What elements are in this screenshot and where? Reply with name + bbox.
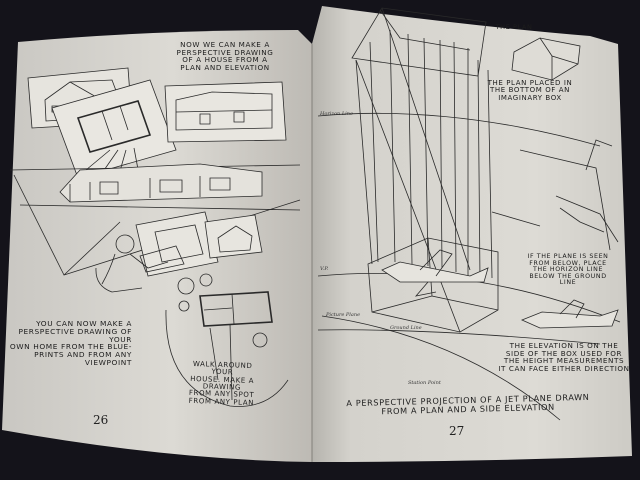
floor-plan-sheet — [51, 79, 177, 179]
elevation-sheet — [164, 81, 287, 143]
plane-horizon-note: IF THE PLANE IS SEEN FROM BELOW, PLACE T… — [520, 253, 616, 287]
jet-box — [367, 237, 499, 333]
elevation-note-line-2: SIDE OF THE BOX USED FOR — [505, 348, 623, 358]
left-heading-line-4: PLAN AND ELEVATION — [180, 62, 270, 72]
perspective-house — [59, 163, 263, 203]
left-caption-line-1: YOU CAN NOW MAKE A — [36, 319, 132, 328]
annotation-picture-plane: Picture Plane — [325, 312, 360, 318]
walk-around-note: WALK AROUND YOUR HOUSE. MAKE A DRAWING F… — [183, 360, 260, 408]
jet-plane-side-elevation — [520, 299, 619, 329]
right-page-number: 27 — [449, 424, 465, 438]
left-heading-line-2: PERSPECTIVE DRAWING — [176, 47, 274, 57]
plan-note-line-3: IMAGINARY BOX — [498, 93, 562, 102]
plan-box-top — [351, 7, 487, 77]
left-heading: NOW WE CAN MAKE A PERSPECTIVE DRAWING OF… — [160, 41, 290, 71]
small-plan-box — [511, 37, 581, 81]
annotation-ground-line: Ground Line — [390, 325, 422, 331]
plan-box-note: THE PLAN PLACED IN THE BOTTOM OF AN IMAG… — [480, 79, 580, 102]
left-page-number: 26 — [93, 413, 109, 427]
left-heading-line-1: NOW WE CAN MAKE A — [180, 40, 270, 49]
annotation-horizon-line: Horizon Line — [319, 111, 353, 117]
left-caption-line-2: PERSPECTIVE DRAWING OF YOUR — [18, 326, 132, 344]
plane-note-line-3: THE HORIZON LINE — [532, 266, 604, 274]
elevation-note: THE ELEVATION IS ON THE SIDE OF THE BOX … — [490, 342, 638, 372]
left-caption: YOU CAN NOW MAKE A PERSPECTIVE DRAWING O… — [2, 320, 132, 367]
elevation-note-line-1: THE ELEVATION IS ON THE — [509, 341, 619, 350]
plan-note-line-2: THE BOTTOM OF AN — [490, 86, 570, 95]
left-heading-line-3: OF A HOUSE FROM A — [182, 55, 268, 65]
plane-note-line-2: FROM BELOW, PLACE — [529, 259, 607, 267]
left-caption-line-3: OWN HOME FROM THE BLUE- — [9, 342, 132, 352]
projection-lines — [355, 29, 493, 281]
annotation-station-point: Station Point — [408, 380, 442, 386]
annotation-vanishing-point: V.P. — [320, 266, 329, 272]
elevation-note-line-3: THE HEIGHT MEASUREMENTS — [503, 356, 625, 366]
bottom-floor-plan — [165, 273, 289, 407]
left-caption-line-4: PRINTS AND FROM ANY VIEWPOINT — [34, 350, 132, 367]
plan-note-line-1: THE PLAN PLACED IN — [487, 79, 573, 87]
jet-plane-perspective — [381, 249, 489, 297]
elevation-note-line-4: IT CAN FACE EITHER DIRECTION — [498, 363, 630, 373]
plane-note-line-5: LINE — [559, 279, 577, 287]
plan-label: THE PLAN — [495, 23, 533, 31]
plane-note-line-1: IF THE PLANE IS SEEN — [527, 253, 609, 260]
plane-note-line-4: BELOW THE GROUND — [529, 272, 607, 280]
draftsman-figure — [95, 234, 185, 293]
